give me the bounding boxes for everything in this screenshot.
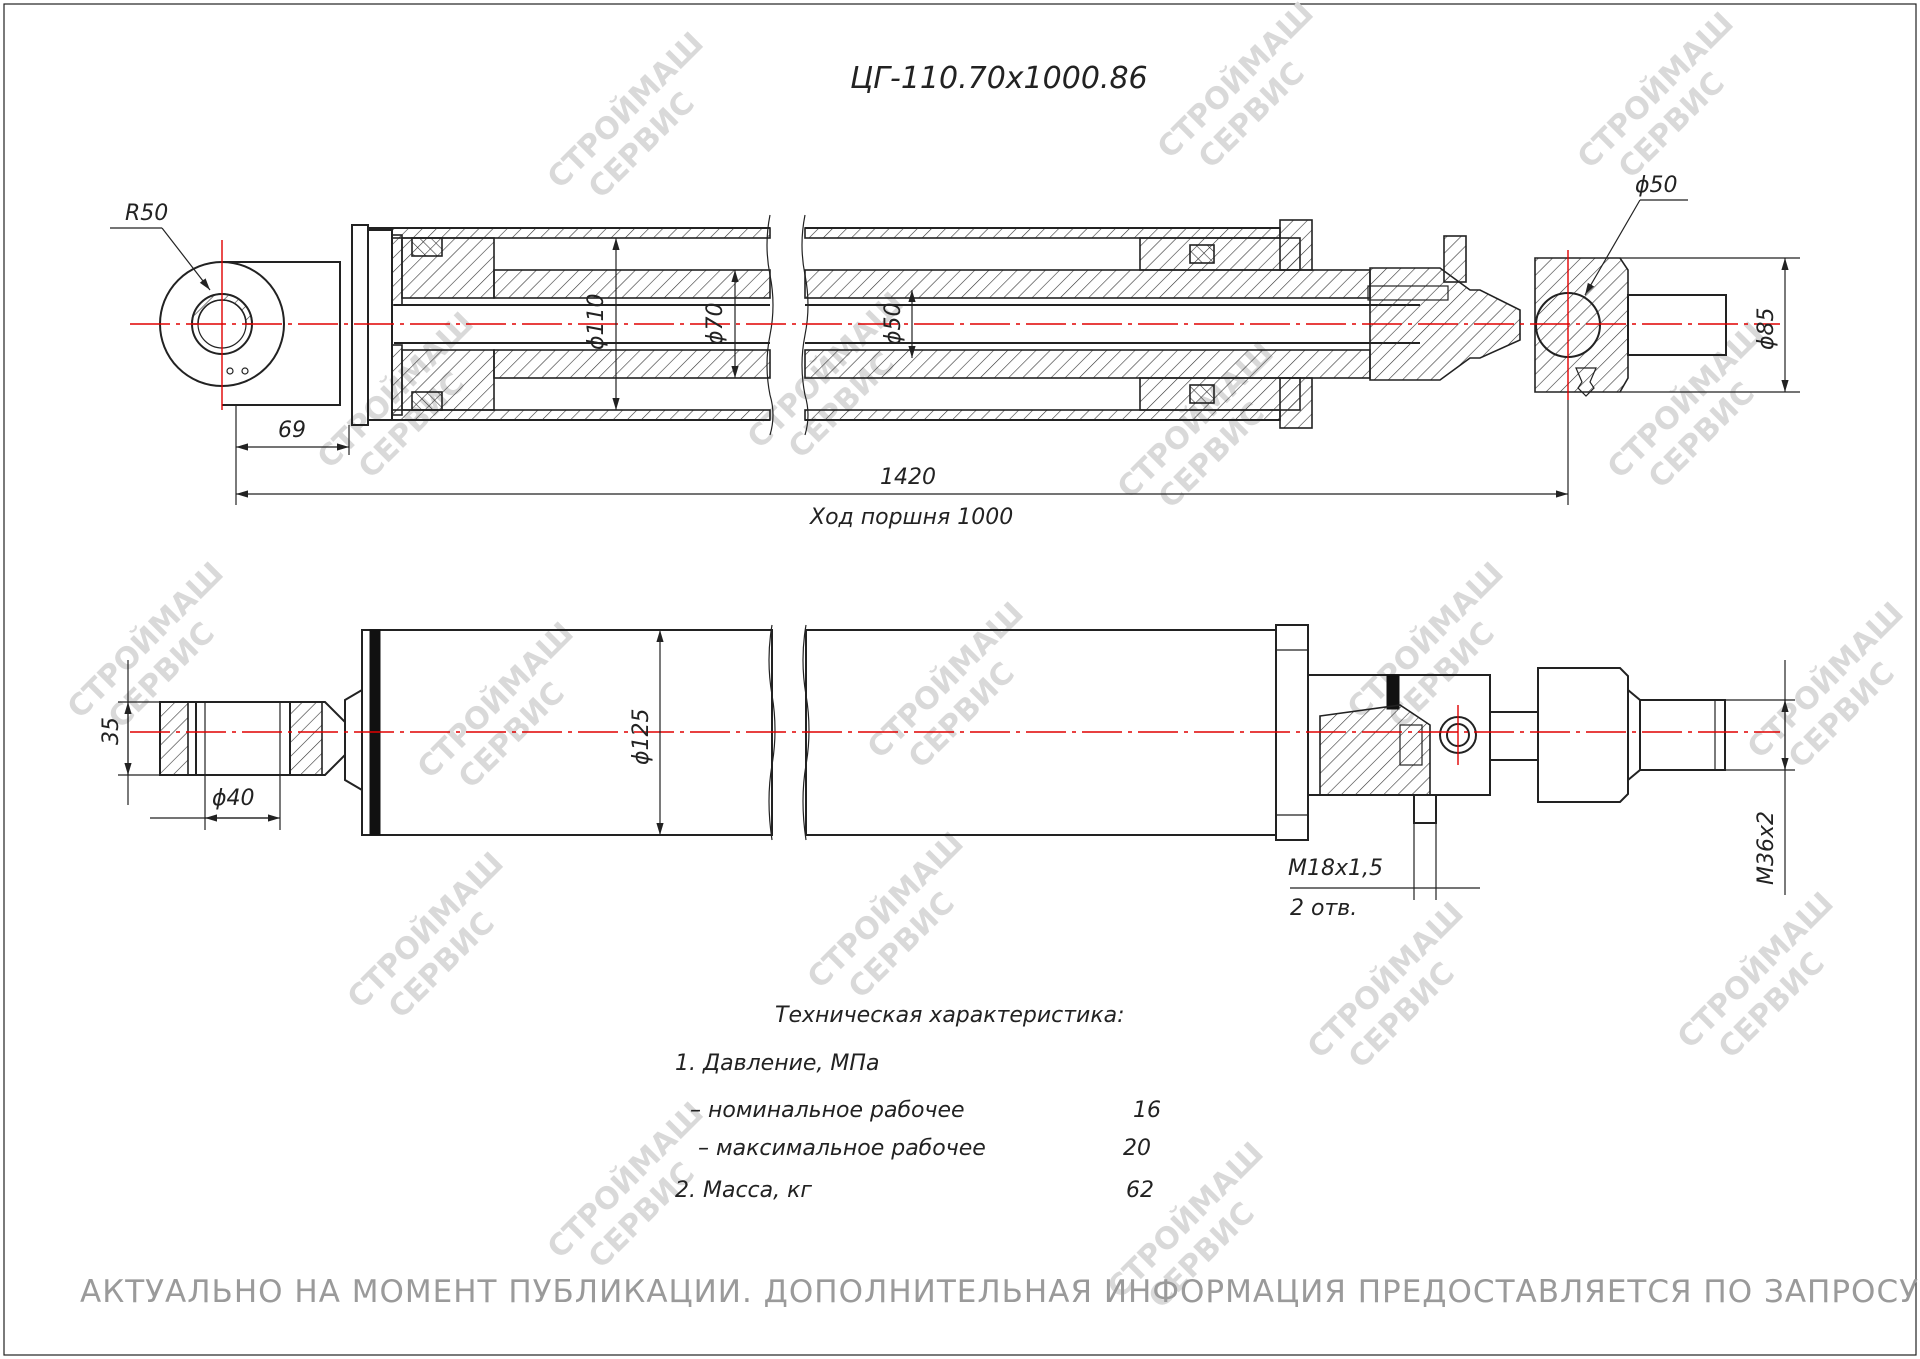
port-stub [1413,794,1437,824]
break-line [768,624,776,841]
outer-dia-label: ϕ125 [629,708,654,765]
head-label: ϕ85 [1754,307,1779,350]
gland-bottom [1139,377,1301,411]
gland-collar-top [1279,219,1313,271]
gland-top [1139,237,1301,271]
spec-nominal-value: 16 [1133,1098,1161,1123]
gland-seal-top [1189,244,1215,264]
port-count-label: 2 отв. [1290,896,1357,921]
rod-head-band [1386,674,1400,710]
spec-max-value: 20 [1123,1136,1151,1161]
gland-seal-bottom [1189,384,1215,404]
bottom-dimensions: 35 ϕ40 ϕ125 М18х1,5 2 отв. М36х2 [99,630,1795,921]
rod-head-bore [1367,285,1449,301]
rod-bottom-wall [493,349,771,379]
overall-label: 1420 [880,465,936,490]
bore-label: ϕ110 [584,293,609,350]
rear-cap-hatch-top [391,234,403,306]
sheet-frame [3,3,1917,1356]
barrel-wall-bottom [391,409,771,421]
break-line [766,214,774,436]
eye-body [222,261,341,406]
eye-plan-hatch-left [159,701,189,776]
rod-thread [1627,294,1727,356]
clevis-head [1534,257,1629,393]
barrel-wall-top [804,227,1281,239]
drawing-title: ЦГ-110.70х1000.86 [850,61,1148,96]
clevis-exterior [1537,667,1629,803]
port-cut [1399,724,1423,766]
eye-bore-label: ϕ40 [212,786,255,811]
rod-thread-label: М36х2 [1754,811,1779,885]
spec-max-label: – максимальное рабочее [698,1136,986,1161]
neck-tube [1489,711,1539,761]
port-thread-label: М18х1,5 [1288,856,1383,881]
offset-label: 69 [278,418,306,443]
spec-mass-value: 62 [1126,1178,1154,1203]
barrel-wall-bottom [804,409,1281,421]
rod-top-wall [493,269,771,299]
piston-seal-top [411,237,443,257]
pin-label: ϕ50 [1635,173,1678,198]
rod-top-wall [804,269,1371,299]
spec-heading: Техническая характеристика: [775,1003,1125,1028]
bottom-exterior-view [130,624,1780,841]
spec-nominal-label: – номинальное рабочее [690,1098,965,1123]
top-section-view [130,214,1780,436]
eye-width-label: 35 [99,717,124,745]
rod-label: ϕ70 [703,302,728,345]
rod-head-cutaway [1319,704,1431,796]
break-line [801,214,809,436]
rod-thread-exterior [1639,699,1726,771]
eye-bushing-plan [195,701,291,776]
break-line [802,624,810,841]
eye-plan-hatch-right [289,701,323,776]
grease-dot [226,367,234,375]
gland-collar-bottom [1279,377,1313,429]
neck [344,688,363,792]
rod-head-port [1443,235,1467,283]
pin-leader [1584,199,1641,296]
grease-dot [241,367,249,375]
r50-leader [161,227,211,291]
spec-table: Техническая характеристика: 1. Давление,… [675,1003,1161,1203]
stroke-label: Ход поршня 1000 [809,505,1013,530]
barrel-wall-top [391,227,771,239]
spec-mass-label: 2. Масса, кг [675,1178,812,1203]
footer-note: АКТУАЛЬНО НА МОМЕНТ ПУБЛИКАЦИИ. ДОПОЛНИТ… [80,1274,1919,1310]
r50-label: R50 [125,201,168,226]
rear-cap-hatch-bottom [391,344,403,416]
rod-thread-taper [1627,689,1641,781]
top-dimensions: R50 69 1420 Ход поршня 1000 ϕ110 ϕ70 ϕ50… [110,173,1800,530]
piston-seal-bottom [411,391,443,411]
rod-bottom-wall [804,349,1371,379]
spec-pressure-title: 1. Давление, МПа [675,1051,879,1076]
grease-nipple [1575,367,1597,397]
tube-label: ϕ50 [881,302,906,345]
